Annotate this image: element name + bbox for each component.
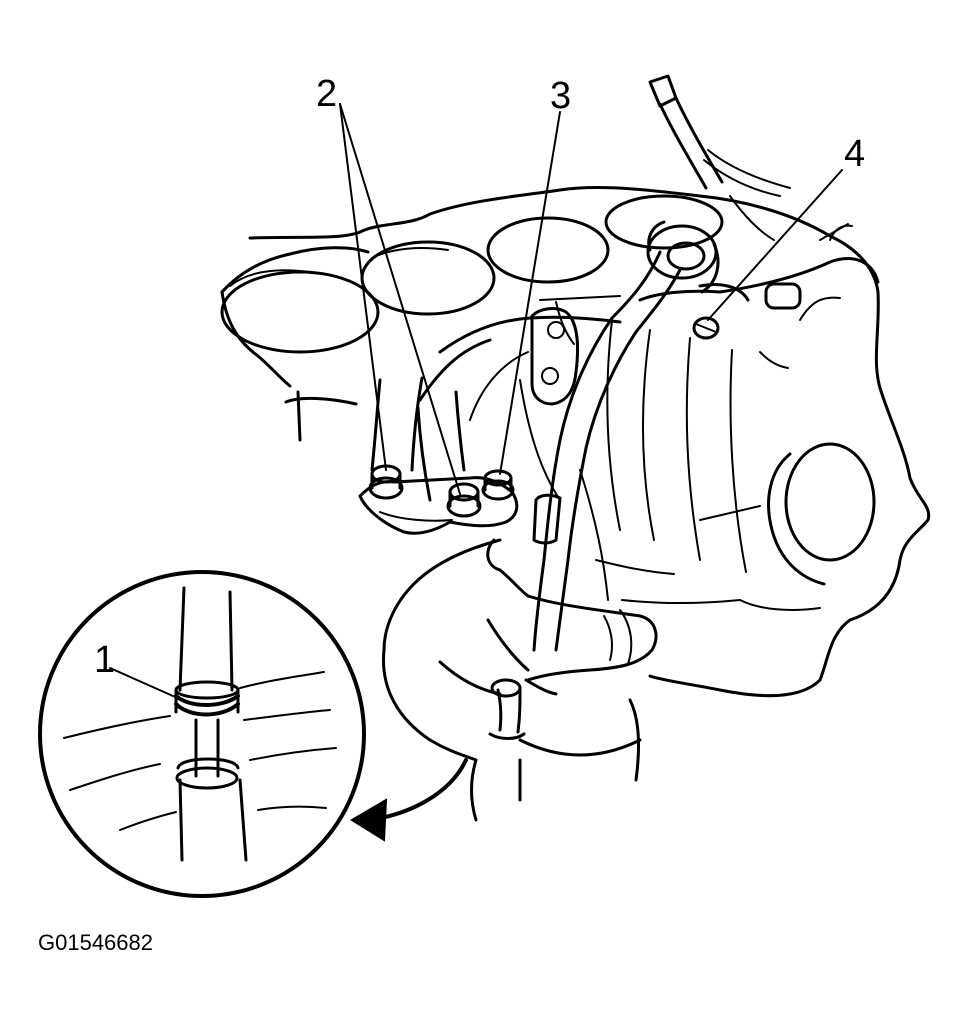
flange-bolt-right <box>481 469 515 501</box>
callout-1: 1 <box>94 639 115 681</box>
callout-4: 4 <box>844 133 865 175</box>
guide-bolt-upper <box>692 316 720 340</box>
detail-arrow <box>350 758 468 842</box>
leader-lines <box>109 103 843 701</box>
callout-3: 3 <box>550 75 571 117</box>
flange-bolt-center <box>446 482 482 518</box>
hand <box>381 538 658 822</box>
callout-2: 2 <box>316 73 337 115</box>
engine-block <box>220 186 931 698</box>
lower-pipe <box>488 678 642 802</box>
oil-pipe-assembly <box>358 376 519 535</box>
figure-id: G01546682 <box>38 930 153 955</box>
detail-magnifier <box>38 570 366 898</box>
dipstick-guide-tube <box>532 74 791 652</box>
